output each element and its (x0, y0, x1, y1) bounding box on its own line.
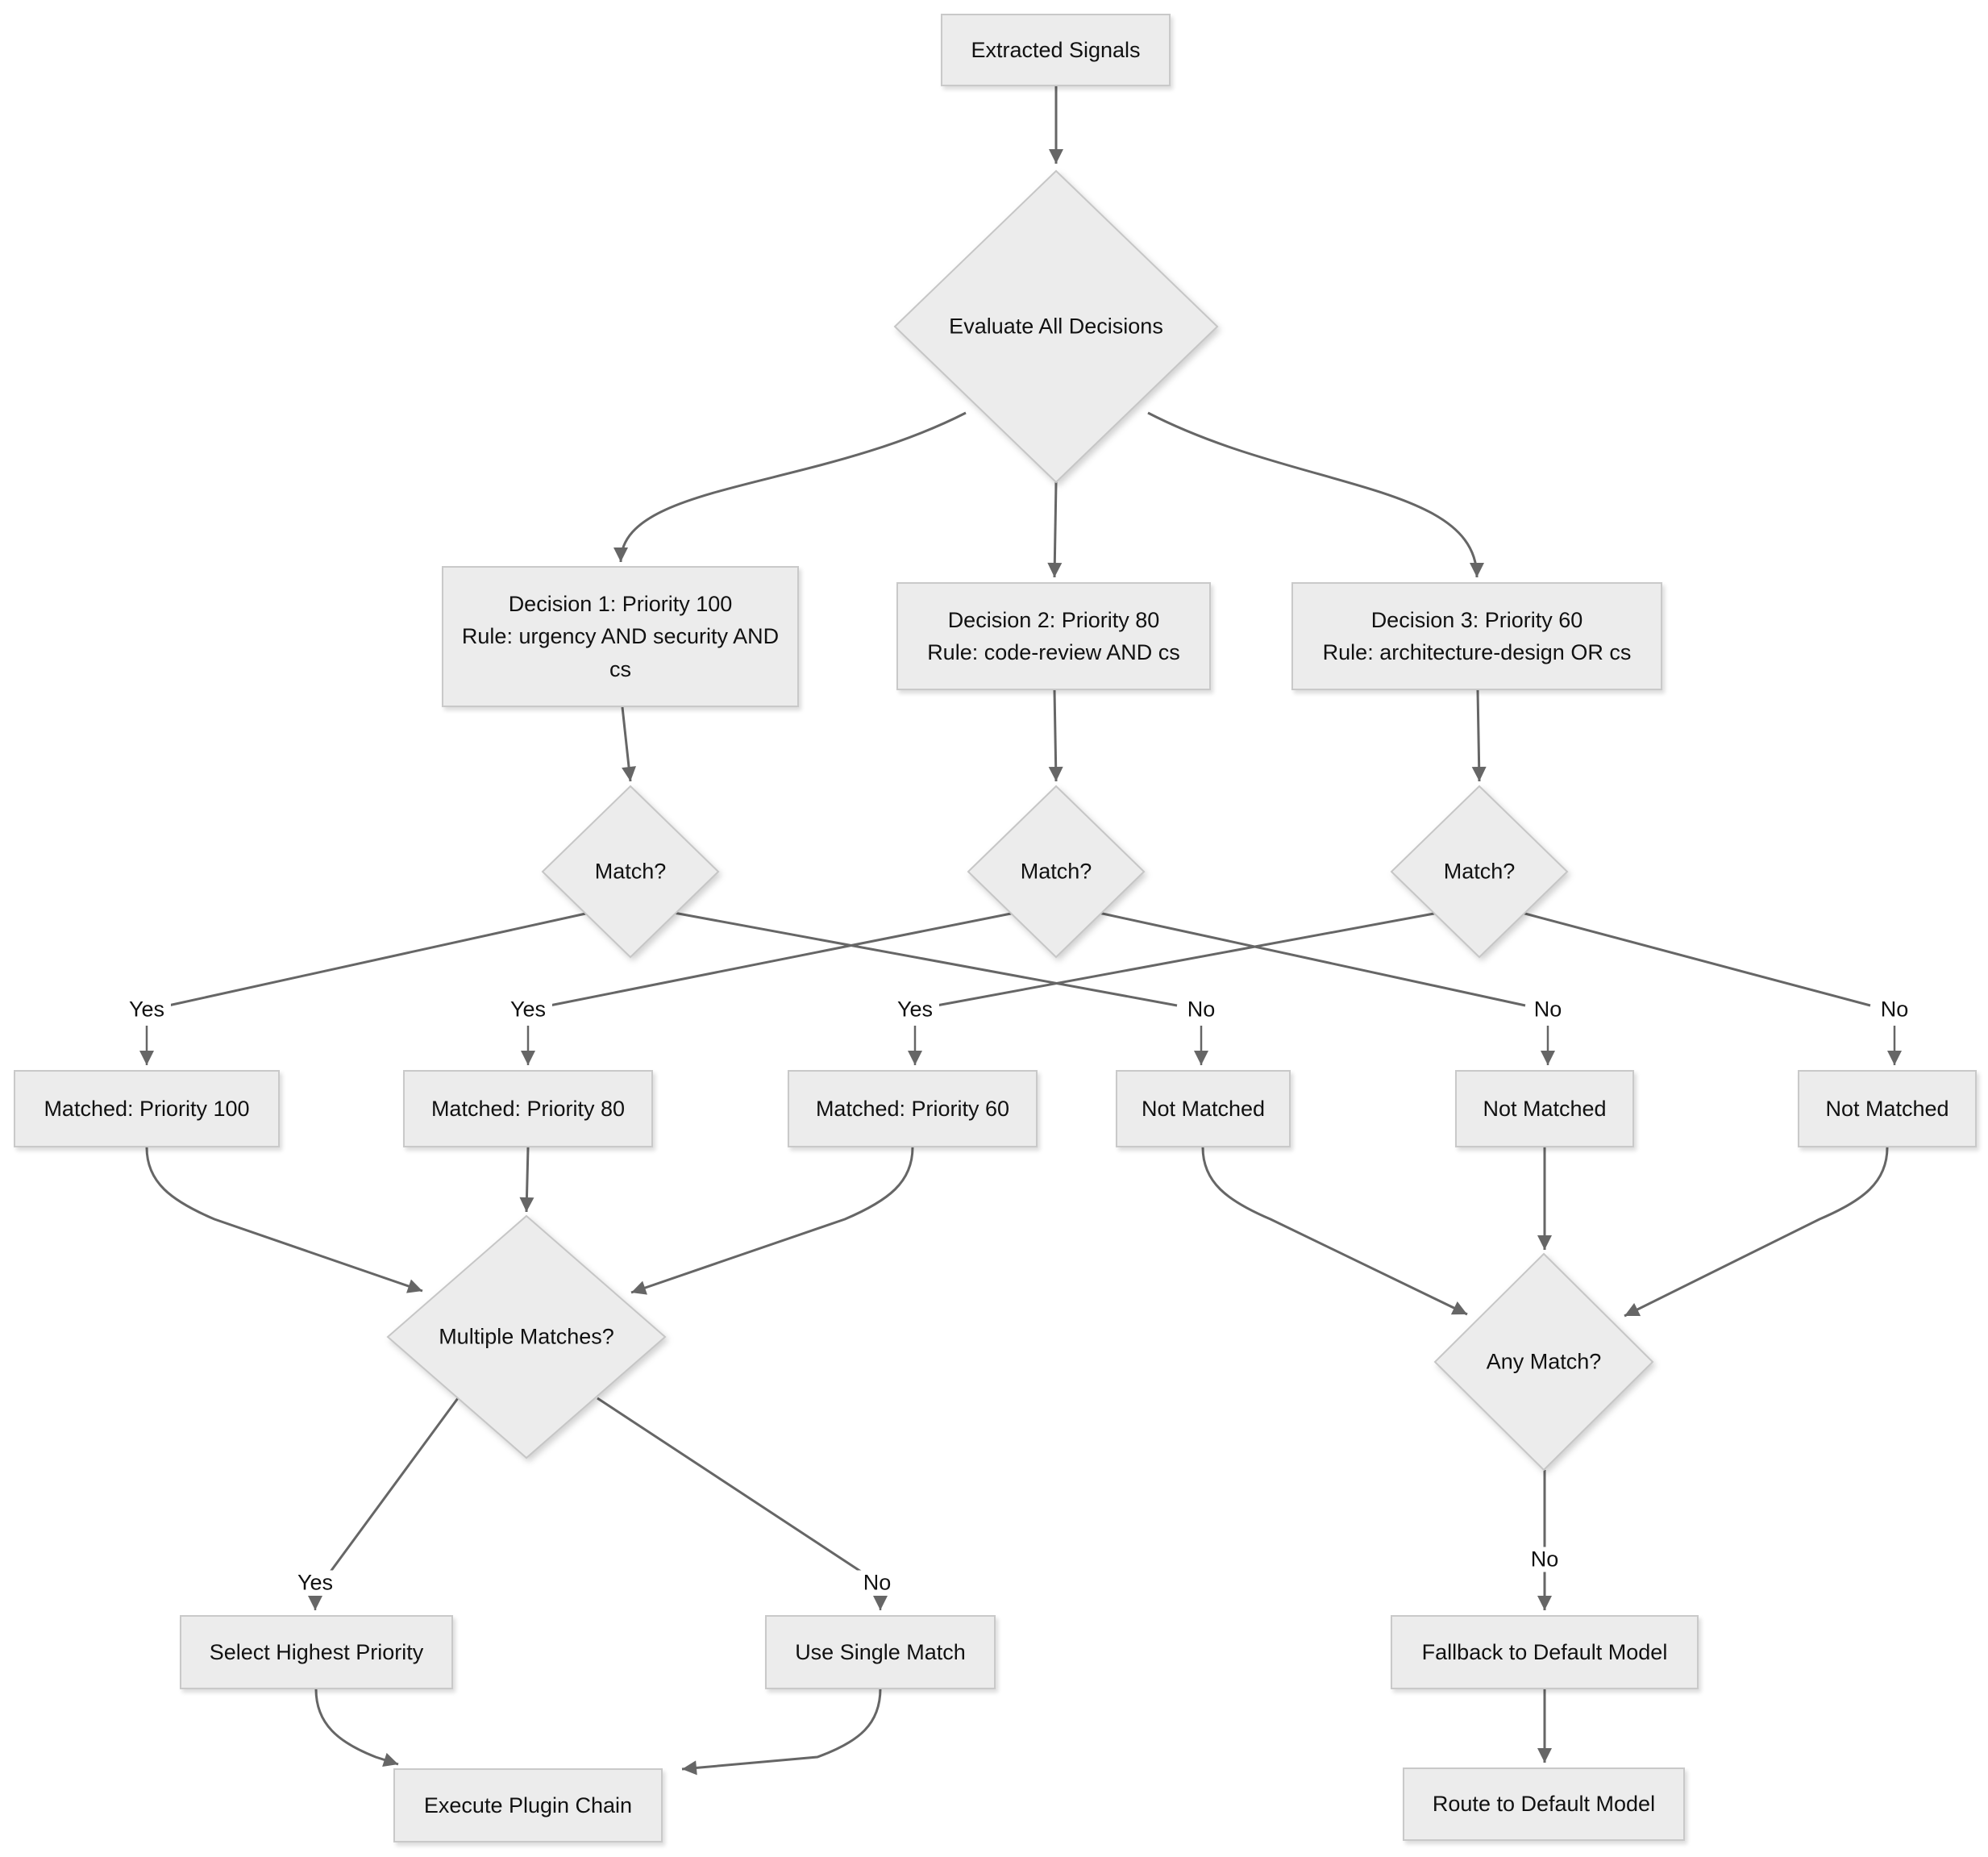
edge-matched100-to-multiple (145, 1147, 423, 1293)
edge-decision1-to-match1 (621, 706, 637, 782)
node-decision-2-line1: Decision 2: Priority 80 (947, 607, 1160, 632)
edge-evaluate-to-decision2 (1047, 481, 1063, 578)
node-not-matched-1: Not Matched (1116, 1070, 1291, 1147)
edge-label-no-any: No (1524, 1547, 1566, 1572)
match1-label: Match? (594, 859, 667, 884)
edge-label-no-2: No (1527, 997, 1569, 1022)
edge-matched60-to-multiple (630, 1147, 914, 1295)
edge-evaluate-to-decision3 (1147, 411, 1484, 578)
node-matched-priority-100: Matched: Priority 100 (14, 1070, 280, 1147)
node-matched-priority-60-label: Matched: Priority 60 (815, 1096, 1010, 1121)
node-not-matched-3: Not Matched (1798, 1070, 1977, 1147)
match1-diamond (541, 785, 720, 959)
node-extracted-signals-label: Extracted Signals (971, 37, 1141, 62)
node-fallback-to-default-model: Fallback to Default Model (1391, 1615, 1699, 1689)
edge-evaluate-to-decision1 (613, 411, 967, 563)
node-decision-1: Decision 1: Priority 100 Rule: urgency A… (442, 566, 799, 707)
edge-matched80-to-multiple (519, 1147, 534, 1213)
match2-diamond (967, 785, 1146, 959)
any-match-label: Any Match? (1486, 1349, 1602, 1374)
edge-select-to-execute (314, 1688, 399, 1767)
match2-label: Match? (1020, 859, 1092, 884)
edge-match1-yes-diagonal (168, 911, 590, 1007)
node-fallback-to-default-model-label: Fallback to Default Model (1421, 1639, 1668, 1664)
edge-label-no-multiple: No (856, 1570, 898, 1596)
node-route-to-default-model-label: Route to Default Model (1432, 1792, 1656, 1817)
node-select-highest-priority: Select Highest Priority (180, 1615, 453, 1689)
edge-label-yes-multiple: Yes (290, 1570, 340, 1596)
any-match-diamond (1433, 1252, 1654, 1472)
node-use-single-match-label: Use Single Match (795, 1639, 966, 1664)
node-decision-1-line1: Decision 1: Priority 100 (508, 591, 733, 616)
edge-label-no-3: No (1874, 997, 1915, 1022)
node-decision-2-line2: Rule: code-review AND cs (927, 640, 1180, 664)
multiple-matches-diamond (386, 1214, 667, 1459)
node-decision-2: Decision 2: Priority 80 Rule: code-revie… (896, 582, 1211, 690)
edge-decision3-to-match3 (1471, 689, 1487, 782)
node-decision-3: Decision 3: Priority 60 Rule: architectu… (1291, 582, 1662, 690)
node-matched-priority-100-label: Matched: Priority 100 (44, 1096, 250, 1121)
node-extracted-signals: Extracted Signals (941, 14, 1171, 86)
edge-multiple-no-diagonal (597, 1397, 862, 1573)
multiple-matches-label: Multiple Matches? (439, 1324, 614, 1349)
node-execute-plugin-chain: Execute Plugin Chain (393, 1768, 663, 1842)
match3-diamond (1390, 785, 1569, 959)
edge-label-yes-2: Yes (503, 997, 553, 1022)
evaluate-decisions-diamond (893, 169, 1219, 484)
node-not-matched-1-label: Not Matched (1141, 1096, 1266, 1121)
node-matched-priority-80: Matched: Priority 80 (403, 1070, 653, 1147)
node-not-matched-3-label: Not Matched (1825, 1096, 1949, 1121)
edge-single-to-execute (681, 1688, 882, 1776)
edge-notmatched1-to-any (1201, 1147, 1468, 1316)
node-decision-3-line2: Rule: architecture-design OR cs (1322, 640, 1632, 664)
node-not-matched-2: Not Matched (1455, 1070, 1634, 1147)
edge-match3-yes-diagonal (936, 911, 1439, 1007)
edge-decision2-to-match2 (1048, 689, 1063, 782)
edge-match2-yes-diagonal (549, 911, 1016, 1007)
node-decision-1-line2: Rule: urgency AND security AND cs (461, 624, 780, 681)
node-decision-3-line1: Decision 3: Priority 60 (1370, 607, 1583, 632)
match3-label: Match? (1443, 859, 1516, 884)
edge-match2-no-diagonal (1098, 911, 1526, 1007)
node-select-highest-priority-label: Select Highest Priority (209, 1639, 424, 1664)
edge-match1-no-diagonal (673, 911, 1178, 1007)
node-not-matched-2-label: Not Matched (1483, 1096, 1607, 1121)
edge-label-no-1: No (1180, 997, 1222, 1022)
edge-label-yes-1: Yes (122, 997, 172, 1022)
node-matched-priority-60: Matched: Priority 60 (788, 1070, 1038, 1147)
edge-notmatched3-to-any (1624, 1147, 1889, 1318)
node-execute-plugin-chain-label: Execute Plugin Chain (423, 1792, 633, 1817)
evaluate-decisions-label: Evaluate All Decisions (949, 314, 1163, 339)
edge-multiple-yes-diagonal (329, 1397, 460, 1572)
node-matched-priority-80-label: Matched: Priority 80 (430, 1096, 626, 1121)
node-route-to-default-model: Route to Default Model (1403, 1767, 1685, 1841)
edge-label-yes-3: Yes (890, 997, 940, 1022)
edge-match3-no-diagonal (1521, 911, 1871, 1007)
node-use-single-match: Use Single Match (765, 1615, 996, 1689)
